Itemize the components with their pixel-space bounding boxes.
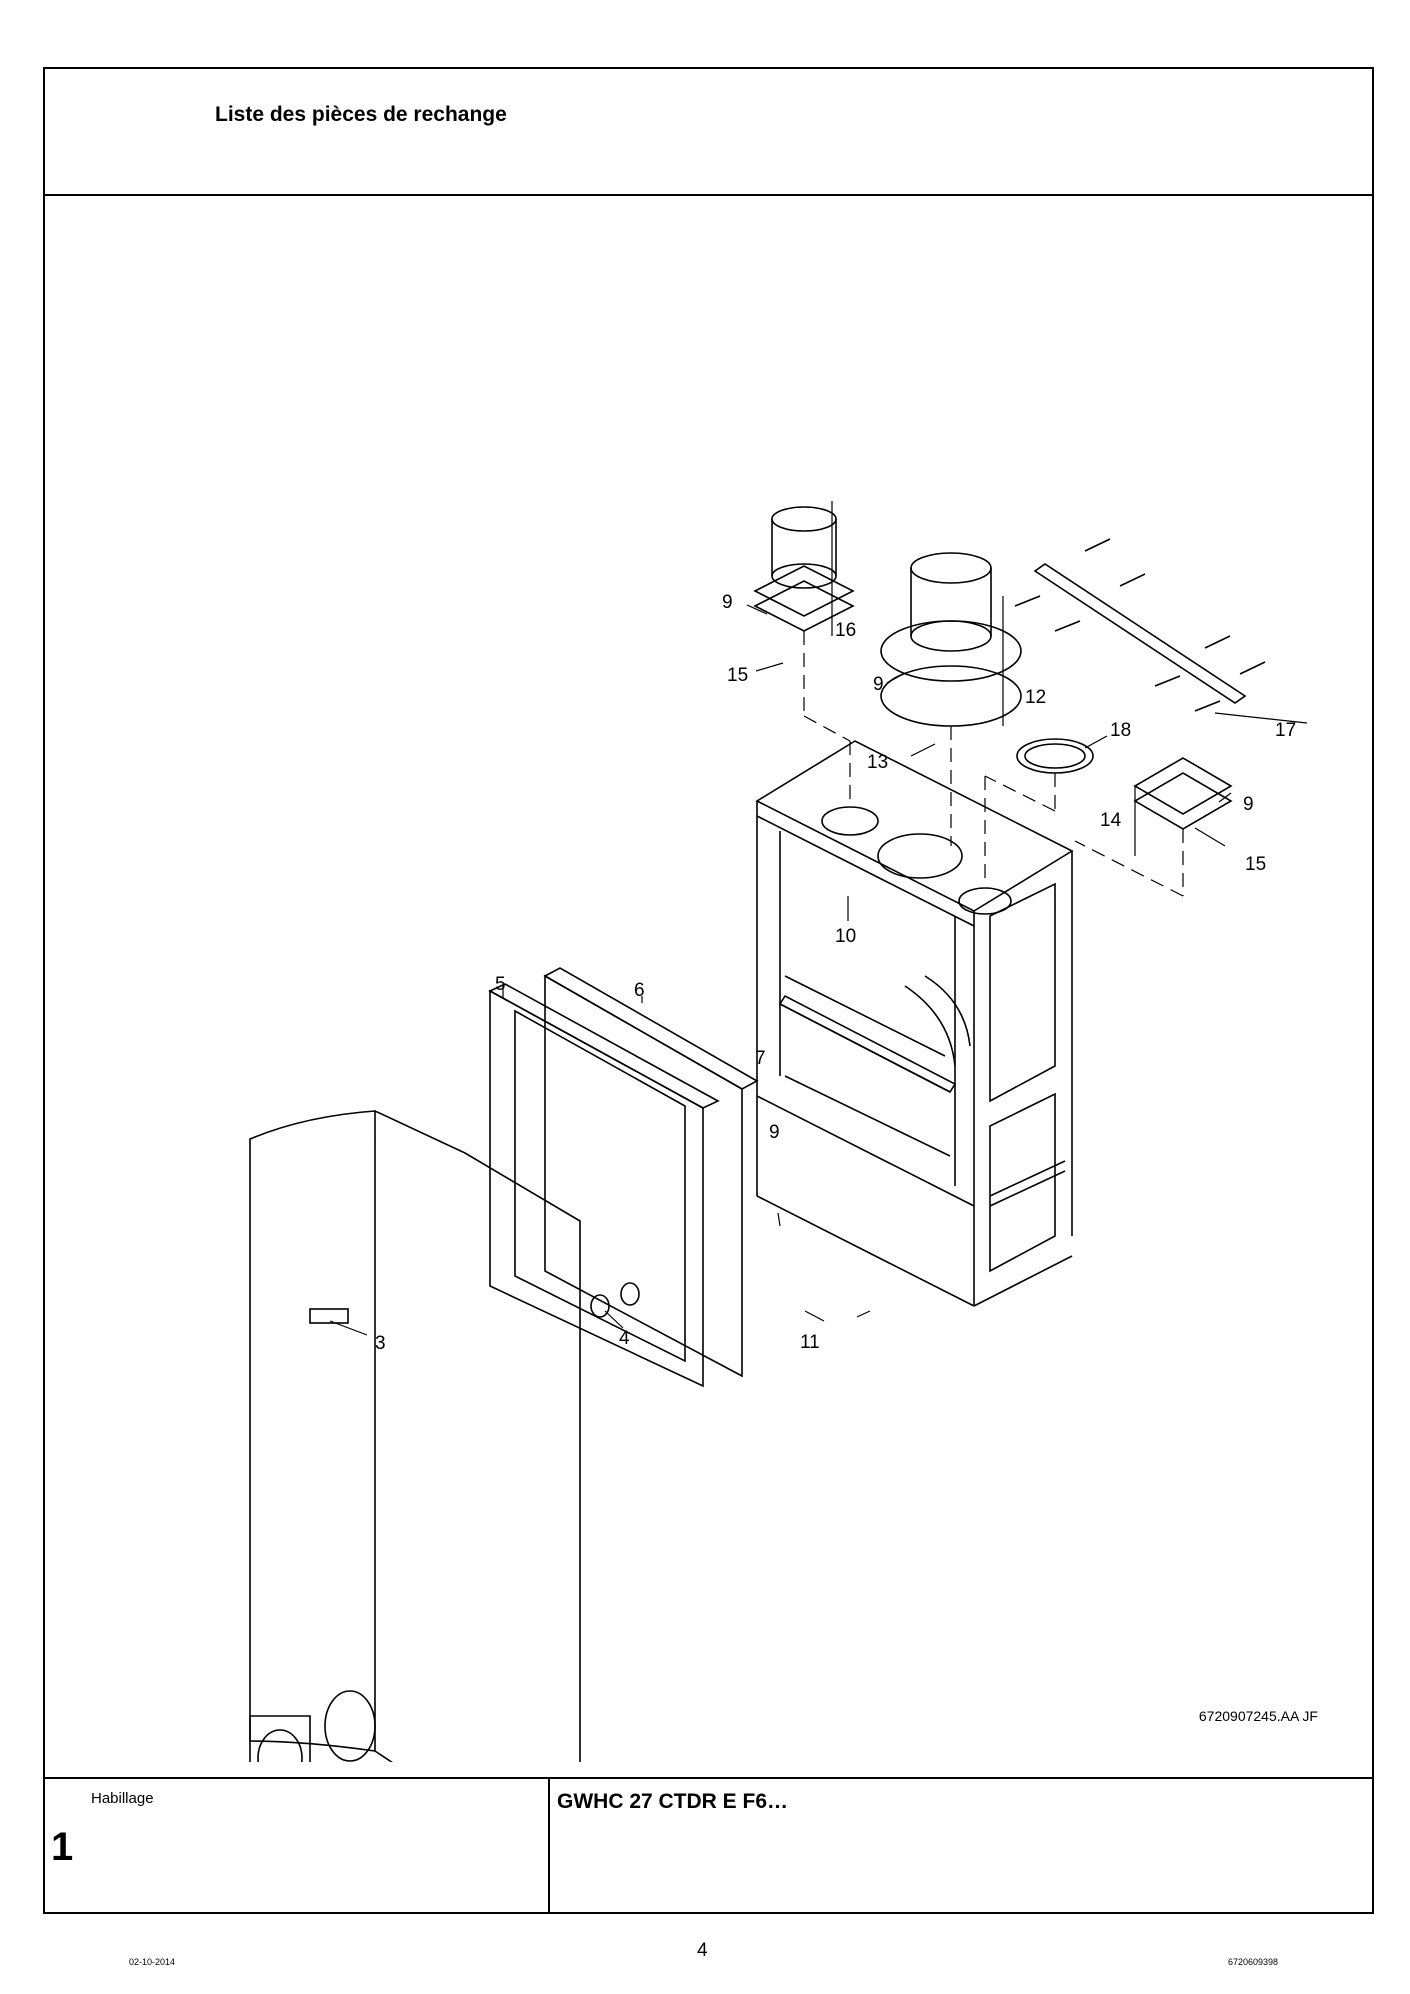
exploded-view-drawing: 9 16 15 9 12 13 18 17 9 14 15 10 5 6 7 9…	[45, 196, 1372, 1762]
callout-15-right: 15	[1245, 854, 1266, 875]
page-header: Liste des pièces de rechange	[45, 69, 1372, 196]
callout-10: 10	[835, 926, 856, 947]
callout-9-top: 9	[722, 592, 733, 613]
crossbar-part-8	[778, 994, 957, 1094]
section-cell: Habillage 1	[45, 1779, 550, 1912]
footer-date: 02-10-2014	[129, 1957, 176, 1967]
model-name: GWHC 27 CTDR E F6…	[557, 1790, 789, 1813]
callout-14: 14	[1100, 810, 1122, 831]
section-number: 1	[51, 1825, 74, 1869]
wall-bracket-part-17	[1014, 538, 1266, 712]
callout-15-top: 15	[727, 665, 748, 686]
callout-6: 6	[634, 980, 645, 1001]
section-name: Habillage	[91, 1790, 154, 1807]
footer-document-code: 6720609398	[1228, 1957, 1279, 1967]
callout-13: 13	[867, 752, 888, 773]
callout-9-bar: 9	[769, 1122, 780, 1143]
callout-leaders	[329, 501, 1308, 1336]
chassis-frame	[755, 740, 1074, 1307]
page-frame: Liste des pièces de rechange	[43, 67, 1374, 1914]
front-cover-part-1	[249, 1110, 640, 1762]
callout-7: 4	[619, 1328, 630, 1349]
page-title: Liste des pièces de rechange	[215, 103, 507, 126]
callout-9-right: 9	[1243, 794, 1254, 815]
callout-17: 17	[1275, 720, 1296, 741]
callout-labels: 9 16 15 9 12 13 18 17 9 14 15 10 5 6 7 9…	[375, 592, 1296, 1354]
cover-plate-part-14	[1133, 757, 1233, 830]
callout-18: 18	[1110, 720, 1131, 741]
callout-8: 7	[755, 1048, 766, 1069]
callout-3: 3	[375, 1333, 386, 1354]
callout-12: 12	[1025, 687, 1046, 708]
drawing-reference: 6720907245.AA JF	[1198, 1708, 1318, 1724]
exploded-view-svg: 9 16 15 9 12 13 18 17 9 14 15 10 5 6 7 9…	[249, 501, 1308, 1762]
alignment-lines	[803, 631, 1184, 897]
title-block: Habillage 1 GWHC 27 CTDR E F6…	[45, 1777, 1372, 1912]
flue-adapter-part-12	[880, 552, 1022, 727]
callout-16: 16	[835, 620, 856, 641]
seal-ring-part-18	[1016, 738, 1094, 774]
casing-panel-part-5	[488, 983, 720, 1388]
callout-9-mid: 9	[873, 674, 884, 695]
flue-adapter-part-16	[753, 506, 855, 632]
footer-page-number: 4	[697, 1940, 708, 1961]
gasket-part-6	[543, 967, 759, 1378]
callout-11: 11	[800, 1332, 820, 1353]
callout-5: 5	[495, 974, 506, 995]
